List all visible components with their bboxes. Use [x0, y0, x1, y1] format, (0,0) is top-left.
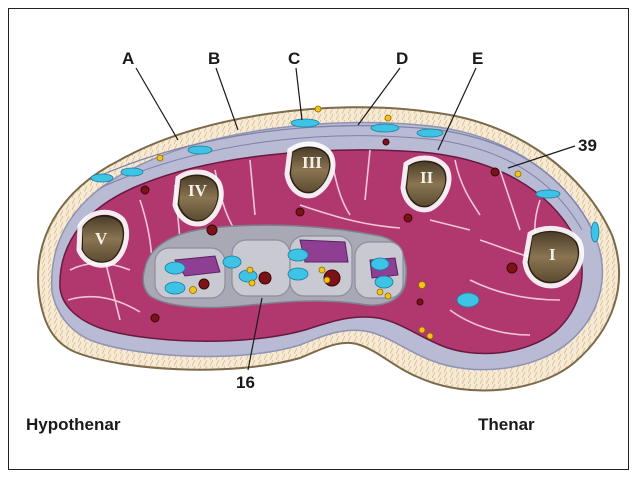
numeral-iii: III [302, 153, 322, 172]
label-16: 16 [236, 373, 255, 392]
label-e: E [472, 49, 483, 68]
label-a: A [122, 49, 134, 68]
numeral-v: V [95, 229, 108, 248]
numeral-iv: IV [188, 181, 208, 200]
label-39: 39 [578, 136, 597, 155]
label-c: C [288, 49, 300, 68]
label-thenar: Thenar [478, 415, 535, 434]
numeral-ii: II [420, 168, 434, 187]
label-d: D [396, 49, 408, 68]
label-b: B [208, 49, 220, 68]
numeral-i: I [549, 245, 556, 264]
label-hypothenar: Hypothenar [26, 415, 121, 434]
